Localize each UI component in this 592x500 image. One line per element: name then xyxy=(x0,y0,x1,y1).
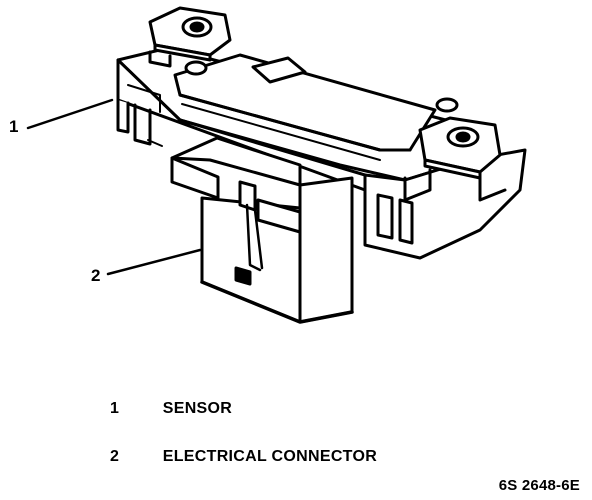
leader-line-1 xyxy=(26,98,114,130)
electrical-connector xyxy=(170,136,354,324)
legend-number: 1 xyxy=(110,400,120,417)
legend-row-electrical-connector: 2 ELECTRICAL CONNECTOR xyxy=(110,448,377,466)
legend-label: SENSOR xyxy=(162,400,233,417)
legend-row-sensor: 1 SENSOR xyxy=(110,400,232,418)
callout-1: 1 xyxy=(9,117,19,136)
leader-line-2 xyxy=(106,248,202,276)
figure-code: 6S 2648-6E xyxy=(498,477,580,494)
callout-2: 2 xyxy=(91,266,101,285)
legend-label: ELECTRICAL CONNECTOR xyxy=(162,448,378,465)
sensor xyxy=(116,6,527,260)
sensor-connector-illustration xyxy=(26,6,527,324)
legend-number: 2 xyxy=(110,448,120,465)
